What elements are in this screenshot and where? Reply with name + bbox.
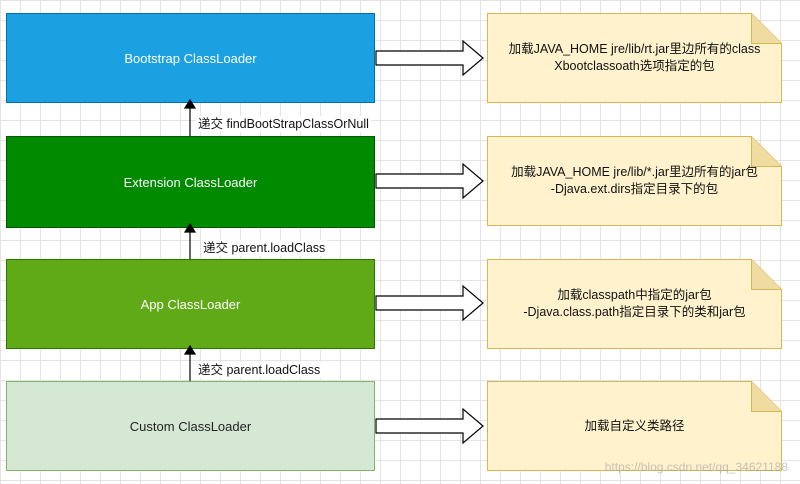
- extension-classloader-label: Extension ClassLoader: [123, 174, 258, 190]
- delegation-arrow-head: [183, 98, 197, 109]
- bootstrap-classloader-label: Bootstrap ClassLoader: [124, 50, 257, 66]
- delegation-arrow-head: [183, 222, 197, 233]
- block-arrow-right: [375, 162, 484, 200]
- custom-classloader-label: Custom ClassLoader: [129, 418, 252, 434]
- note-shape: [487, 13, 782, 103]
- delegation-label-app: 递交 parent.loadClass: [196, 362, 323, 378]
- app-note-line2: -Djava.class.path指定目录下的类和jar包: [523, 305, 746, 319]
- custom-note-line1: 加载自定义类路径: [584, 418, 685, 433]
- extension-note-line1: 加载JAVA_HOME jre/lib/*.jar里边所有的jar包: [511, 165, 758, 179]
- block-arrow-right: [375, 39, 484, 77]
- note-shape: [487, 381, 782, 471]
- app-note[interactable]: 加载classpath中指定的jar包 -Djava.class.path指定目…: [487, 259, 782, 349]
- delegation-label-bootstrap: 递交 findBootStrapClassOrNull: [196, 116, 371, 132]
- extension-classloader-box[interactable]: Extension ClassLoader: [6, 136, 375, 228]
- app-classloader-label: App ClassLoader: [140, 296, 241, 312]
- extension-note-line2: -Djava.ext.dirs指定目录下的包: [550, 182, 719, 196]
- app-note-line1: 加载classpath中指定的jar包: [557, 288, 712, 302]
- watermark: https://blog.csdn.net/qq_34621188: [604, 460, 788, 474]
- block-arrow-right: [375, 407, 484, 445]
- bootstrap-classloader-box[interactable]: Bootstrap ClassLoader: [6, 13, 375, 103]
- custom-note[interactable]: 加载自定义类路径: [487, 381, 782, 471]
- block-arrow-right: [375, 284, 484, 322]
- note-shape: [487, 259, 782, 349]
- bootstrap-note-line1: 加载JAVA_HOME jre/lib/rt.jar里边所有的class: [508, 42, 761, 56]
- app-classloader-box[interactable]: App ClassLoader: [6, 259, 375, 349]
- delegation-arrow-head: [183, 344, 197, 355]
- bootstrap-note-line2: Xbootclassoath选项指定的包: [554, 59, 715, 73]
- custom-classloader-box[interactable]: Custom ClassLoader: [6, 381, 375, 471]
- extension-note[interactable]: 加载JAVA_HOME jre/lib/*.jar里边所有的jar包 -Djav…: [487, 136, 782, 226]
- delegation-label-extension: 递交 parent.loadClass: [201, 240, 328, 256]
- bootstrap-note[interactable]: 加载JAVA_HOME jre/lib/rt.jar里边所有的class Xbo…: [487, 13, 782, 103]
- note-shape: [487, 136, 782, 226]
